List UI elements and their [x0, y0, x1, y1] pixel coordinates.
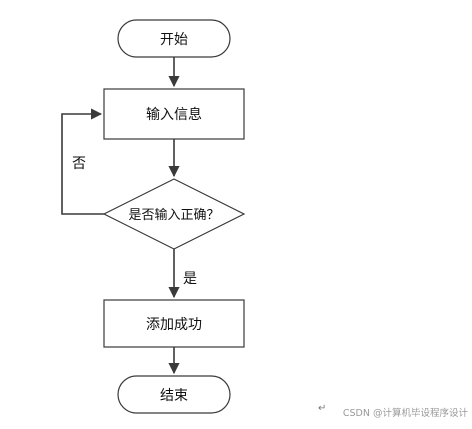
success-process-label: 添加成功 — [146, 317, 202, 333]
decision-label: 是否输入正确？ — [128, 207, 219, 223]
yes-label: 是 — [183, 271, 197, 287]
success-process-box — [103, 299, 245, 348]
input-process-label: 输入信息 — [146, 106, 202, 123]
arrow-no-loop — [61, 108, 104, 215]
end-terminator — [117, 375, 231, 414]
return-mark: ↵ — [318, 403, 326, 414]
end-label: 结束 — [160, 388, 188, 404]
no-label: 否 — [72, 156, 86, 172]
start-label: 开始 — [160, 32, 188, 48]
input-process-box — [103, 88, 245, 140]
csdn-watermark: CSDN @计算机毕设程序设计 — [343, 407, 469, 419]
